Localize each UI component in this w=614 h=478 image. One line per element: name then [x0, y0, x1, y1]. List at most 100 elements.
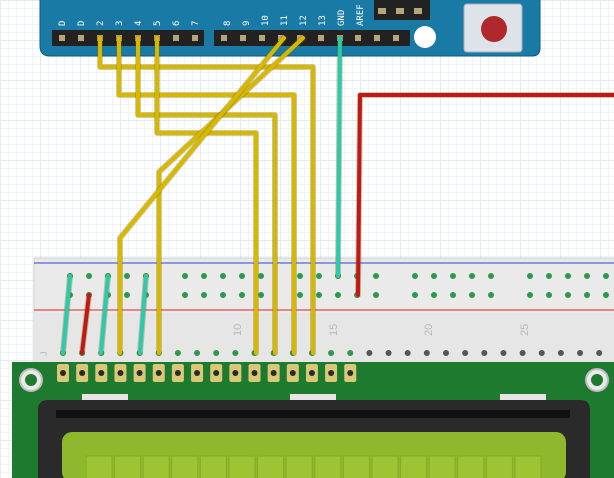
- column-number: 20: [423, 324, 435, 336]
- header-pin: [221, 35, 227, 41]
- pin-label: 2: [96, 21, 106, 26]
- header-pin: [192, 35, 198, 41]
- rail-hole: [373, 273, 379, 279]
- rail-hole: [258, 273, 264, 279]
- row-hole: [462, 350, 469, 356]
- row-hole: [174, 350, 181, 356]
- row-hole: [519, 350, 526, 356]
- lcd-cell: [285, 455, 313, 478]
- row-label: J: [39, 352, 49, 357]
- wire-5v: [356, 93, 614, 297]
- rail-hole: [584, 273, 590, 279]
- rail-hole: [220, 273, 226, 279]
- row-hole: [347, 350, 354, 356]
- mounting-hole: [414, 26, 436, 48]
- digital-header-high: [214, 30, 410, 46]
- rail-hole: [603, 273, 609, 279]
- rail-hole: [124, 292, 130, 298]
- rail-hole: [431, 292, 437, 298]
- lcd-cell: [85, 455, 113, 478]
- row-hole: [213, 350, 220, 356]
- header-pin: [393, 35, 399, 41]
- wire-lcd-vss: [61, 274, 72, 355]
- pin-label: 3: [115, 21, 125, 26]
- header-pin: [297, 35, 303, 41]
- header-pin: [259, 35, 265, 41]
- rail-hole: [182, 292, 188, 298]
- row-hole: [538, 350, 545, 356]
- row-hole: [366, 350, 373, 356]
- wire-d4: [136, 36, 277, 355]
- lcd-pin-pads: [57, 364, 357, 382]
- row-hole: [500, 350, 507, 356]
- header-pin: [278, 35, 284, 41]
- wire-d3: [117, 36, 296, 355]
- rail-hole: [124, 273, 130, 279]
- row-hole: [557, 350, 564, 356]
- header-pin: [374, 35, 380, 41]
- wire-d2: [98, 36, 315, 355]
- rail-hole: [220, 292, 226, 298]
- pin-label: AREF: [356, 4, 366, 26]
- pin-label: GND: [337, 10, 347, 26]
- row-hole: [596, 350, 603, 356]
- row-hole: [194, 350, 201, 356]
- wire-gnd: [336, 36, 342, 278]
- row-hole: [404, 350, 411, 356]
- pin-label: 4: [134, 21, 144, 26]
- wires: [60, 35, 614, 356]
- rail-hole: [239, 292, 245, 298]
- row-hole: [385, 350, 392, 356]
- lcd-character-cells: [85, 455, 542, 478]
- rail-hole: [258, 292, 264, 298]
- rail-hole: [469, 292, 475, 298]
- wire-lcd-vdd: [80, 293, 91, 355]
- rail-hole: [239, 273, 245, 279]
- rail-hole: [316, 273, 322, 279]
- row-hole: [481, 350, 488, 356]
- rail-hole: [546, 292, 552, 298]
- header-pin: [240, 35, 246, 41]
- rail-hole: [527, 273, 533, 279]
- lcd-cell: [457, 455, 485, 478]
- pin-label: 9: [242, 21, 252, 26]
- pin-label: 12: [299, 15, 309, 26]
- lcd-cell: [342, 455, 370, 478]
- row-hole: [443, 350, 449, 356]
- pin-label: 5: [153, 21, 163, 26]
- header-pin: [318, 35, 324, 41]
- row-hole: [577, 350, 584, 356]
- header-pin: [59, 35, 65, 41]
- rail-hole: [412, 292, 418, 298]
- lcd-cell: [400, 455, 428, 478]
- reset-button-cap[interactable]: [481, 16, 507, 42]
- pin-label: 8: [223, 21, 233, 26]
- lcd-cell: [171, 455, 199, 478]
- rail-hole: [297, 292, 303, 298]
- pin-label: 13: [318, 15, 328, 26]
- wire-d12: [157, 36, 305, 355]
- rail-hole: [412, 273, 418, 279]
- pin-label: 10: [261, 15, 271, 26]
- column-number: 15: [328, 324, 340, 336]
- lcd-cell: [428, 455, 456, 478]
- rail-hole: [297, 273, 303, 279]
- row-hole: [423, 350, 430, 356]
- rail-hole: [335, 292, 341, 298]
- lcd-cell: [142, 455, 170, 478]
- lcd-cell: [228, 455, 256, 478]
- rail-hole: [488, 273, 494, 279]
- rail-hole: [584, 292, 590, 298]
- lcd-cell: [485, 455, 513, 478]
- wire-lcd-rw: [138, 274, 148, 355]
- row-hole: [328, 350, 335, 356]
- lcd-cell: [371, 455, 399, 478]
- row-hole: [232, 350, 239, 356]
- lcd-cell: [199, 455, 227, 478]
- pin-label: D: [77, 21, 87, 26]
- rail-hole: [86, 273, 92, 279]
